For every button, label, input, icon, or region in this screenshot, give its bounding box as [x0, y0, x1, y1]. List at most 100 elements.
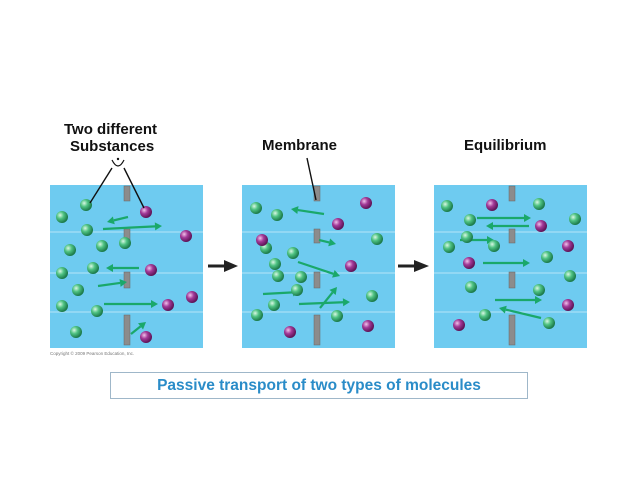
- movement-arrow: [499, 305, 542, 320]
- equilibrium-label: Equilibrium: [464, 137, 547, 154]
- green-molecule-icon: [461, 231, 473, 243]
- green-molecule-icon: [371, 233, 383, 245]
- movement-arrow: [297, 260, 340, 278]
- membrane-segment: [123, 314, 131, 346]
- movement-arrow: [477, 214, 531, 222]
- pointer-line-membrane: [306, 157, 317, 201]
- arrow-head: [499, 305, 507, 314]
- arrow-shaft: [130, 325, 142, 335]
- pointer-line-purple: [123, 167, 145, 209]
- arrow-shaft: [505, 308, 542, 320]
- purple-molecule-icon: [562, 240, 574, 252]
- green-molecule-icon: [464, 214, 476, 226]
- copyright-text: Copyright © 2009 Pearson Education, Inc.: [50, 351, 135, 356]
- green-molecule-icon: [91, 305, 103, 317]
- purple-molecule-icon: [145, 264, 157, 276]
- label-dot: [116, 157, 120, 161]
- purple-molecule-icon: [180, 230, 192, 242]
- green-molecule-icon: [119, 237, 131, 249]
- arrow-shaft: [102, 225, 156, 231]
- green-molecule-icon: [441, 200, 453, 212]
- purple-molecule-icon: [362, 320, 374, 332]
- green-molecule-icon: [287, 247, 299, 259]
- arrow-shaft: [262, 291, 294, 296]
- movement-arrow: [104, 300, 158, 308]
- membrane-segment: [313, 228, 321, 244]
- arrow-head: [487, 236, 494, 244]
- membrane-segment: [508, 185, 516, 202]
- arrow-head: [414, 260, 429, 272]
- panel-2: [242, 185, 395, 348]
- arrow-head: [138, 322, 146, 330]
- green-molecule-icon: [272, 270, 284, 282]
- green-molecule-icon: [56, 267, 68, 279]
- green-molecule-icon: [72, 284, 84, 296]
- movement-arrow: [97, 278, 127, 288]
- arrow-head: [291, 206, 299, 215]
- movement-arrow: [298, 298, 350, 307]
- movement-arrow: [319, 287, 337, 309]
- membrane-segment: [123, 185, 131, 202]
- movement-arrow: [318, 238, 336, 247]
- green-molecule-icon: [465, 281, 477, 293]
- green-molecule-icon: [541, 251, 553, 263]
- purple-molecule-icon: [345, 260, 357, 272]
- green-molecule-icon: [479, 309, 491, 321]
- membrane-segment: [313, 271, 321, 289]
- green-molecule-icon: [96, 240, 108, 252]
- purple-molecule-icon: [256, 234, 268, 246]
- membrane-segment: [508, 314, 516, 346]
- green-molecule-icon: [251, 309, 263, 321]
- substances-label-line1: Two different: [64, 121, 158, 138]
- green-molecule-icon: [271, 209, 283, 221]
- arrow-head: [523, 259, 530, 267]
- purple-molecule-icon: [162, 299, 174, 311]
- substances-label-line2: Substances: [70, 138, 155, 155]
- right-arrow-icon: [208, 260, 238, 272]
- green-molecule-icon: [56, 211, 68, 223]
- arrow-head: [329, 287, 337, 295]
- green-molecule-icon: [291, 284, 303, 296]
- movement-arrow: [107, 215, 129, 225]
- purple-molecule-icon: [332, 218, 344, 230]
- green-molecule-icon: [268, 299, 280, 311]
- green-molecule-icon: [564, 270, 576, 282]
- purple-molecule-icon: [562, 299, 574, 311]
- arrow-shaft: [297, 260, 334, 275]
- green-molecule-icon: [87, 262, 99, 274]
- movement-arrow: [130, 322, 146, 335]
- green-molecule-icon: [80, 199, 92, 211]
- green-molecule-icon: [543, 317, 555, 329]
- right-arrow-icon: [398, 260, 429, 272]
- arrow-head: [119, 278, 127, 287]
- arrow-head: [151, 300, 158, 308]
- arrow-shaft: [318, 238, 330, 244]
- membrane-label: Membrane: [262, 137, 338, 154]
- arrow-head: [328, 238, 336, 247]
- movement-arrow: [495, 296, 542, 304]
- arrow-shaft: [297, 208, 325, 216]
- arrow-head: [342, 298, 350, 307]
- arrow-head: [535, 296, 542, 304]
- arrow-shaft: [319, 291, 334, 309]
- membrane-segment: [123, 271, 131, 289]
- movement-arrow: [102, 222, 162, 231]
- membrane-segment: [313, 314, 321, 346]
- green-molecule-icon: [295, 271, 307, 283]
- green-molecule-icon: [81, 224, 93, 236]
- green-molecule-icon: [533, 284, 545, 296]
- green-molecule-icon: [269, 258, 281, 270]
- membrane-segment: [508, 228, 516, 244]
- membrane-segment: [508, 271, 516, 289]
- movement-arrow: [486, 222, 529, 230]
- green-molecule-icon: [56, 300, 68, 312]
- movement-arrow: [106, 264, 139, 272]
- movement-arrow: [291, 206, 325, 216]
- purple-molecule-icon: [360, 197, 372, 209]
- purple-molecule-icon: [453, 319, 465, 331]
- arrow-head: [107, 216, 115, 225]
- green-molecule-icon: [443, 241, 455, 253]
- purple-molecule-icon: [463, 257, 475, 269]
- purple-molecule-icon: [186, 291, 198, 303]
